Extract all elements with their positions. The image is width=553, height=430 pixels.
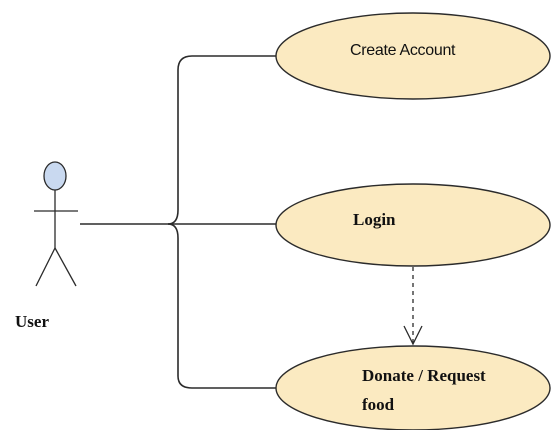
use-case-login <box>275 183 551 267</box>
use-case-donate-label-line2: food <box>362 395 395 414</box>
actor-figure <box>34 161 78 287</box>
actor-right-leg <box>54 247 77 287</box>
association-donate <box>167 223 286 389</box>
actor-name-label: User <box>15 312 49 331</box>
use-case-create-account <box>275 12 551 100</box>
dependency-login-to-donate <box>403 267 423 346</box>
actor-head <box>43 161 67 191</box>
association-create-account <box>167 55 286 225</box>
dependency-arrowhead <box>403 325 423 346</box>
use-case-create-account-label: Create Account <box>350 42 456 59</box>
actor-left-leg <box>35 247 56 287</box>
use-case-donate-label-line1: Donate / Request <box>362 366 486 385</box>
use-case-login-label: Login <box>353 210 396 229</box>
use-case-donate-request <box>275 345 551 430</box>
association-lines <box>80 55 286 389</box>
